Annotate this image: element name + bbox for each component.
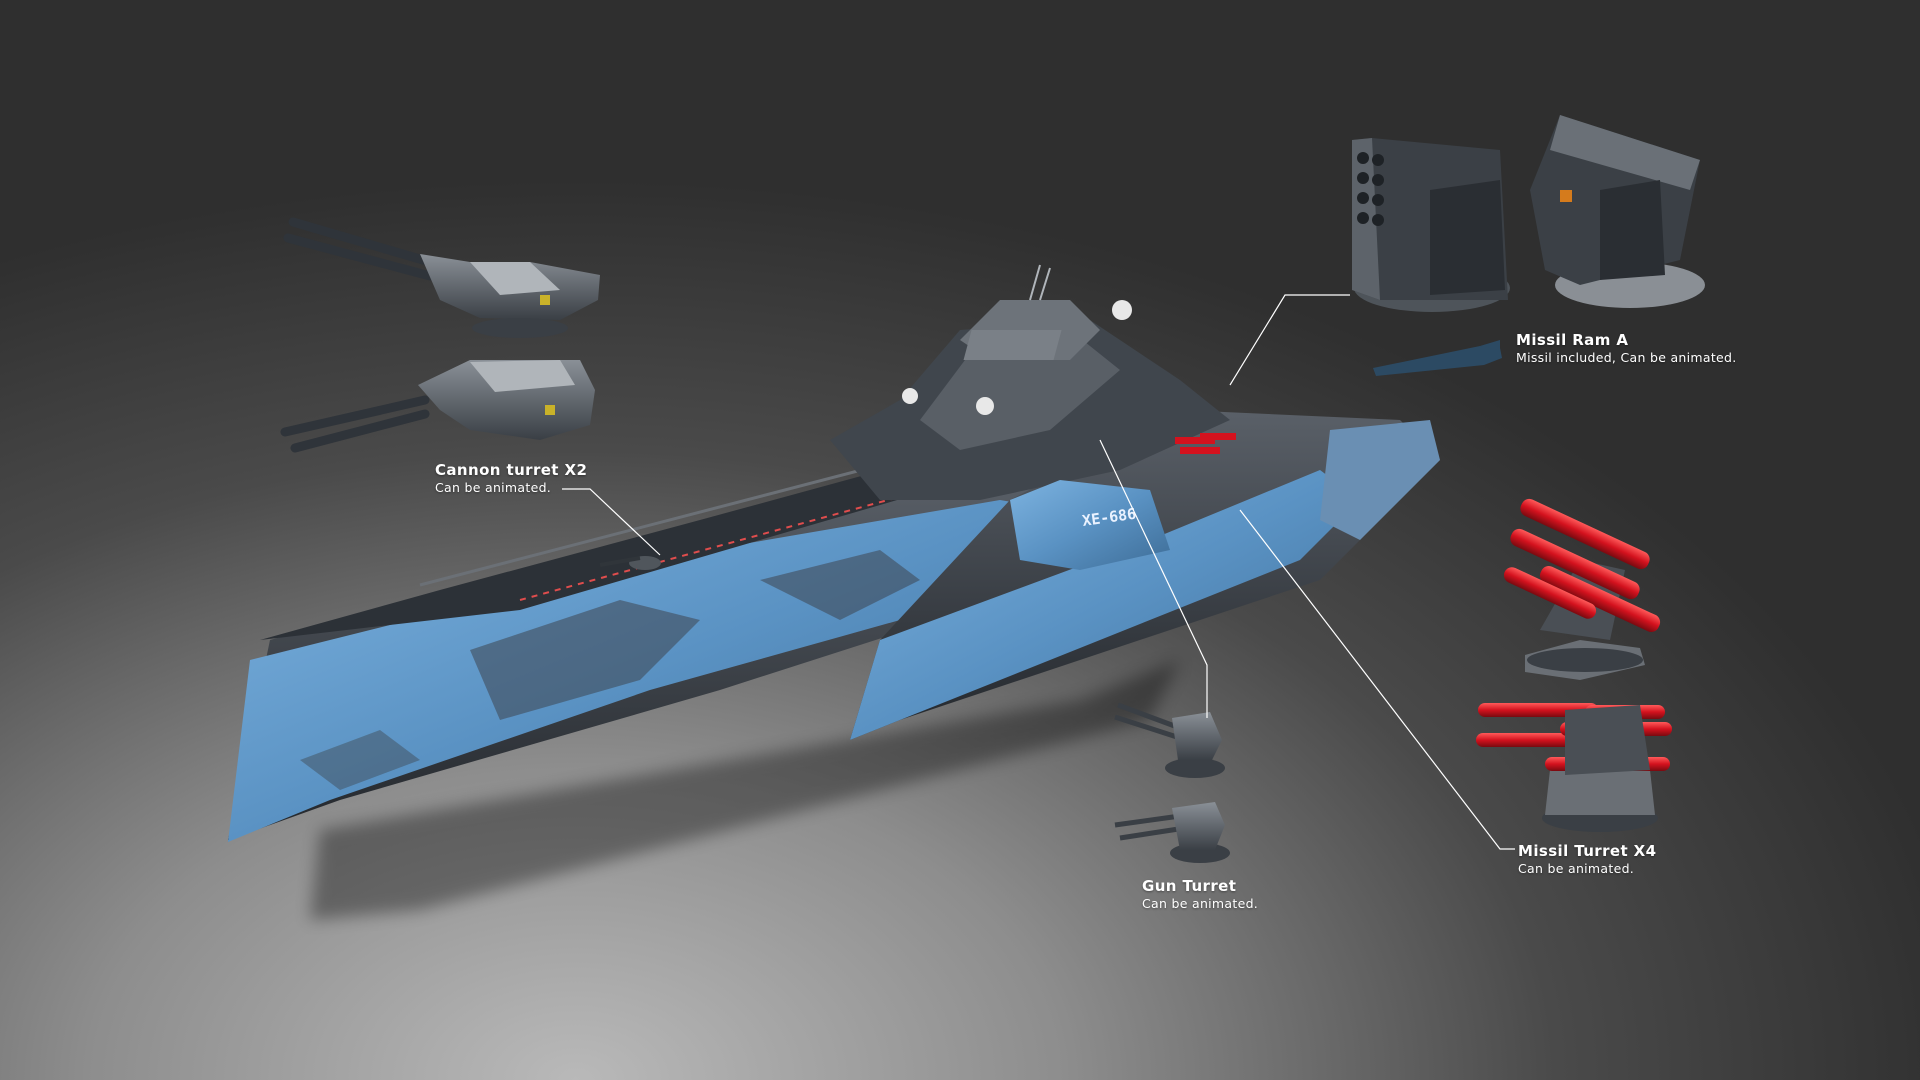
- callout-missil-turret: Missil Turret X4 Can be animated.: [1518, 842, 1656, 876]
- gun-leader-line: [1099, 439, 1208, 718]
- callout-gun-turret-subtitle: Can be animated.: [1142, 895, 1259, 911]
- cannon-leader-line: [562, 488, 661, 556]
- missile-tube-array: [1357, 152, 1384, 226]
- missil-ram-launcher-2: [1530, 115, 1705, 308]
- missil-ram-leader-line: [1229, 294, 1350, 386]
- gun-turret-lower: [1114, 802, 1230, 863]
- cannon-turret-lower: [280, 360, 595, 453]
- gun-turret-upper: [1114, 702, 1225, 778]
- callout-cannon-turret: Cannon turret X2 Can be animated.: [435, 461, 587, 495]
- missil-turret-upper: [1503, 498, 1661, 680]
- callout-gun-turret: Gun Turret Can be animated.: [1142, 877, 1258, 911]
- callout-cannon-turret-subtitle: Can be animated.: [435, 479, 552, 495]
- callout-gun-turret-title: Gun Turret: [1142, 877, 1237, 895]
- callout-cannon-turret-title: Cannon turret X2: [435, 461, 588, 479]
- battleship-model: [228, 264, 1440, 842]
- callout-missil-ram-title: Missil Ram A: [1516, 331, 1629, 349]
- cannon-turret-upper: [283, 217, 600, 338]
- missil-ram-launcher-1: [1352, 138, 1510, 312]
- ship-shadow: [310, 660, 1180, 920]
- missile-projectile: [1373, 340, 1502, 376]
- callout-lines: [562, 294, 1515, 850]
- callout-missil-turret-subtitle: Can be animated.: [1518, 860, 1635, 876]
- callout-missil-ram-subtitle: Missil included, Can be animated.: [1516, 349, 1737, 365]
- missil-turret-lower: [1476, 703, 1672, 832]
- missil-turret-leader-line: [1239, 509, 1515, 850]
- callout-missil-turret-title: Missil Turret X4: [1518, 842, 1657, 860]
- callout-missil-ram: Missil Ram A Missil included, Can be ani…: [1516, 331, 1737, 365]
